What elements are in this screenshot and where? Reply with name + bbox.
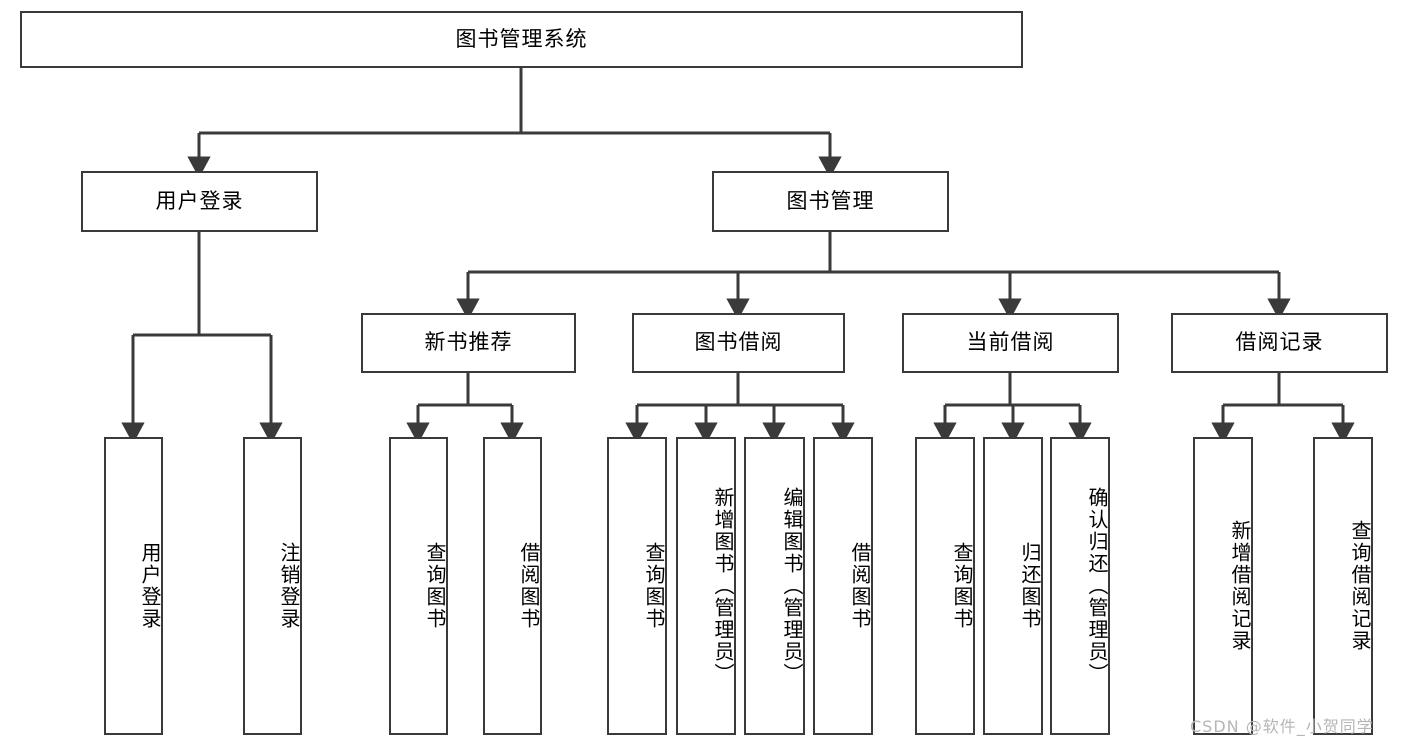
node-leaf-9[interactable]: 归还图书 xyxy=(983,437,1043,735)
node-label: 借阅图书 xyxy=(848,542,872,630)
node-label: 借阅图书 xyxy=(517,542,541,630)
node-label: 编辑图书（管理员） xyxy=(780,487,804,685)
node-label: 查询图书 xyxy=(950,542,974,630)
node-label: 注销登录 xyxy=(277,542,301,630)
node-level2-0[interactable]: 用户登录 xyxy=(81,171,318,232)
node-label: 新增图书（管理员） xyxy=(711,487,735,685)
node-level2-1[interactable]: 图书管理 xyxy=(712,171,949,232)
node-leaf-12[interactable]: 查询借阅记录 xyxy=(1313,437,1373,735)
node-leaf-3[interactable]: 借阅图书 xyxy=(483,437,542,735)
node-leaf-6[interactable]: 编辑图书（管理员） xyxy=(744,437,805,735)
node-leaf-5[interactable]: 新增图书（管理员） xyxy=(676,437,736,735)
node-leaf-10[interactable]: 确认归还（管理员） xyxy=(1050,437,1110,735)
node-leaf-1[interactable]: 注销登录 xyxy=(243,437,302,735)
node-level3-0[interactable]: 新书推荐 xyxy=(361,313,576,373)
node-level3-2[interactable]: 当前借阅 xyxy=(902,313,1119,373)
node-leaf-8[interactable]: 查询图书 xyxy=(915,437,975,735)
node-level3-3[interactable]: 借阅记录 xyxy=(1171,313,1388,373)
node-label: 查询图书 xyxy=(423,542,447,630)
node-leaf-7[interactable]: 借阅图书 xyxy=(813,437,873,735)
node-label: 查询图书 xyxy=(642,542,666,630)
node-root-system[interactable]: 图书管理系统 xyxy=(20,11,1023,68)
node-label: 用户登录 xyxy=(138,542,162,630)
node-label: 确认归还（管理员） xyxy=(1085,487,1109,685)
csdn-watermark: CSDN @软件_小贺同学 xyxy=(1190,717,1374,736)
node-leaf-2[interactable]: 查询图书 xyxy=(389,437,448,735)
node-leaf-0[interactable]: 用户登录 xyxy=(104,437,163,735)
node-leaf-4[interactable]: 查询图书 xyxy=(607,437,667,735)
node-label: 查询借阅记录 xyxy=(1348,520,1372,652)
node-leaf-11[interactable]: 新增借阅记录 xyxy=(1193,437,1253,735)
node-level3-1[interactable]: 图书借阅 xyxy=(632,313,845,373)
node-label: 归还图书 xyxy=(1018,542,1042,630)
node-label: 新增借阅记录 xyxy=(1228,520,1252,652)
